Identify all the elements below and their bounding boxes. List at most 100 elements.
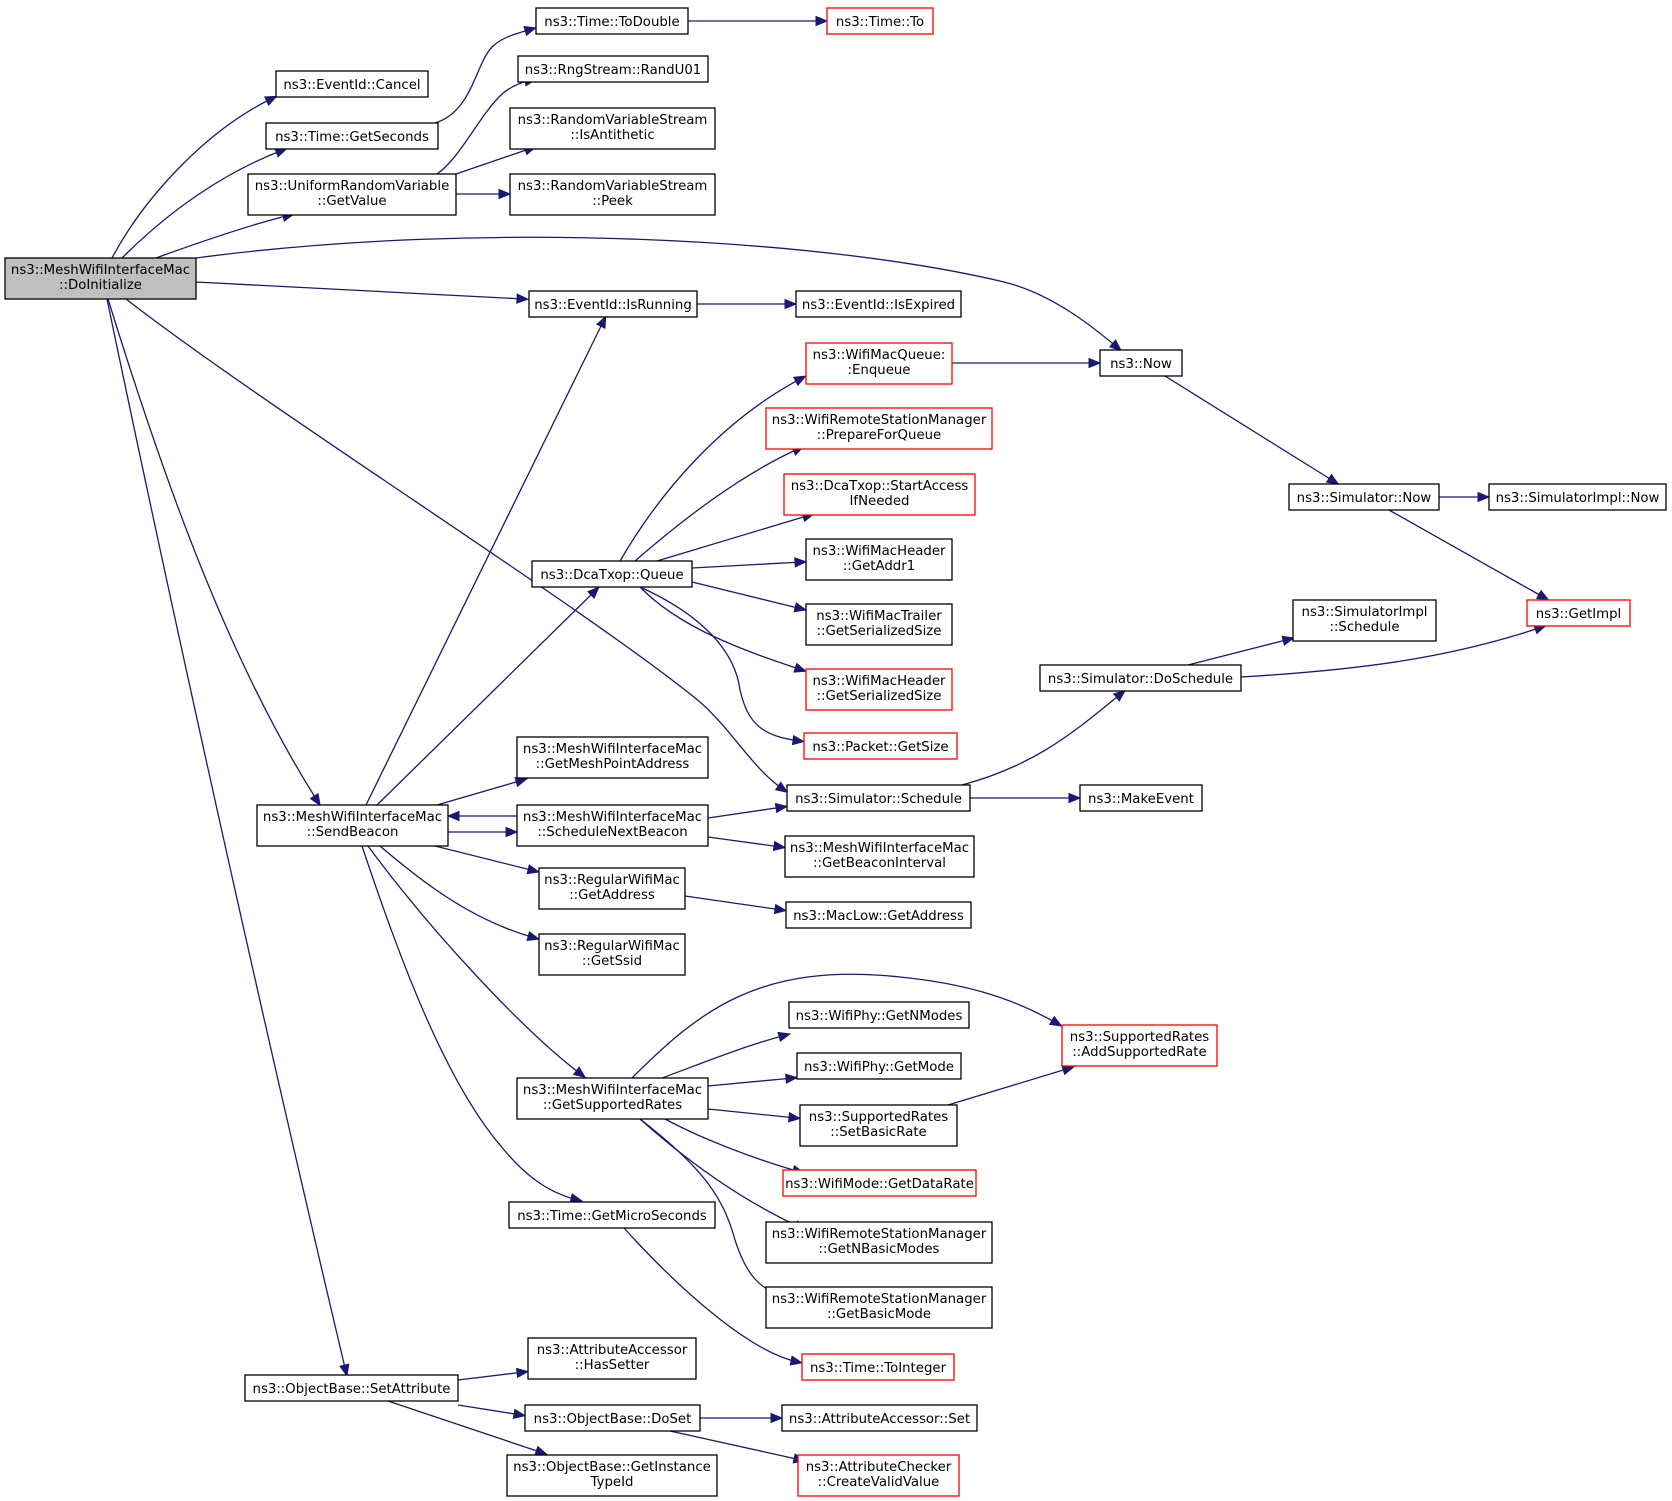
node-cancel[interactable]: ns3::EventId::Cancel bbox=[275, 70, 429, 98]
edge-line bbox=[365, 319, 605, 806]
arrowhead bbox=[788, 1112, 802, 1123]
edge-line bbox=[707, 1108, 797, 1119]
node-accessorset[interactable]: ns3::AttributeAccessor::Set bbox=[781, 1404, 978, 1432]
node-label: ::GetBasicMode bbox=[827, 1307, 931, 1322]
arrowhead bbox=[1325, 473, 1340, 485]
edge-root-to-uniformgetvalue bbox=[155, 211, 296, 259]
node-randu01[interactable]: ns3::RngStream::RandU01 bbox=[517, 55, 709, 83]
node-label: ::Peek bbox=[592, 194, 633, 209]
node-label: ns3::WifiMacHeader bbox=[812, 674, 946, 689]
node-now[interactable]: ns3::Now bbox=[1099, 349, 1183, 377]
node-box bbox=[788, 1001, 970, 1029]
node-isantithetic[interactable]: ns3::RandomVariableStream::IsAntithetic bbox=[509, 107, 716, 150]
arrowhead bbox=[505, 826, 519, 838]
node-getsupportedrates[interactable]: ns3::MeshWifiInterfaceMac::GetSupportedR… bbox=[516, 1077, 709, 1120]
edge-line bbox=[379, 845, 536, 939]
edge-line bbox=[111, 97, 274, 259]
edge-dcaqueue-to-trailersize bbox=[691, 581, 808, 613]
node-getssid[interactable]: ns3::RegularWifiMac::GetSsid bbox=[538, 933, 686, 976]
node-headersize[interactable]: ns3::WifiMacHeader::GetSerializedSize bbox=[805, 668, 953, 711]
node-isrunning[interactable]: ns3::EventId::IsRunning bbox=[528, 290, 698, 318]
edge-getsupportedrates-to-getdatarate bbox=[664, 1118, 806, 1175]
node-label: ns3::DcaTxop::StartAccess bbox=[791, 479, 969, 494]
node-getimpl[interactable]: ns3::GetImpl bbox=[1526, 599, 1631, 627]
edge-line bbox=[623, 1227, 799, 1363]
node-setbasicrate[interactable]: ns3::SupportedRates::SetBasicRate bbox=[799, 1104, 958, 1147]
arrowhead bbox=[1281, 635, 1296, 646]
node-doschedule[interactable]: ns3::Simulator::DoSchedule bbox=[1039, 664, 1242, 692]
node-getmode[interactable]: ns3::WifiPhy::GetMode bbox=[796, 1052, 962, 1080]
node-simnow[interactable]: ns3::Simulator::Now bbox=[1288, 483, 1440, 511]
edge-line bbox=[631, 973, 1059, 1079]
node-simschedule[interactable]: ns3::Simulator::Schedule bbox=[786, 784, 971, 812]
node-label: IfNeeded bbox=[850, 494, 910, 509]
node-simimplschedule[interactable]: ns3::SimulatorImpl::Schedule bbox=[1292, 599, 1437, 642]
node-makeevent[interactable]: ns3::MakeEvent bbox=[1079, 784, 1203, 812]
node-timetointeger[interactable]: ns3::Time::ToInteger bbox=[801, 1353, 955, 1381]
edge-simnow-to-simimplnow bbox=[1439, 491, 1491, 503]
node-maclowaddress[interactable]: ns3::MacLow::GetAddress bbox=[785, 901, 972, 929]
arrowhead bbox=[777, 1031, 792, 1042]
node-getseconds[interactable]: ns3::Time::GetSeconds bbox=[265, 122, 439, 150]
edge-line bbox=[619, 377, 803, 562]
edge-sendbeacon-to-meshpointaddr bbox=[436, 777, 529, 806]
edge-dcaqueue-to-packetsize bbox=[639, 586, 806, 746]
node-sendbeacon[interactable]: ns3::MeshWifiInterfaceMac::SendBeacon bbox=[256, 804, 449, 847]
node-getbasicmode[interactable]: ns3::WifiRemoteStationManager::GetBasicM… bbox=[765, 1286, 993, 1329]
arrowhead bbox=[1068, 792, 1082, 804]
node-box bbox=[247, 173, 457, 216]
node-enqueue[interactable]: ns3::WifiMacQueue::Enqueue bbox=[805, 342, 953, 385]
arrowhead bbox=[309, 792, 321, 807]
node-beaconinterval[interactable]: ns3::MeshWifiInterfaceMac::GetBeaconInte… bbox=[784, 835, 975, 878]
edge-line bbox=[121, 149, 284, 259]
node-label: ns3::SimulatorImpl::Now bbox=[1496, 491, 1660, 506]
node-getnmodes[interactable]: ns3::WifiPhy::GetNModes bbox=[788, 1001, 970, 1029]
node-doset[interactable]: ns3::ObjectBase::DoSet bbox=[524, 1404, 701, 1432]
node-peek[interactable]: ns3::RandomVariableStream::Peek bbox=[509, 173, 716, 216]
node-box bbox=[516, 1077, 709, 1120]
node-setattribute[interactable]: ns3::ObjectBase::SetAttribute bbox=[244, 1374, 459, 1402]
node-timeto[interactable]: ns3::Time::To bbox=[826, 7, 934, 35]
node-regaddress[interactable]: ns3::RegularWifiMac::GetAddress bbox=[538, 867, 686, 910]
edge-root-to-sendbeacon bbox=[107, 298, 321, 807]
node-label: ns3::SupportedRates bbox=[1070, 1030, 1209, 1045]
node-hassetter[interactable]: ns3::AttributeAccessor::HasSetter bbox=[527, 1337, 697, 1380]
node-trailersize[interactable]: ns3::WifiMacTrailer::GetSerializedSize bbox=[805, 603, 953, 646]
node-label: ns3::EventId::IsExpired bbox=[802, 298, 955, 313]
node-label: ns3::WifiRemoteStationManager bbox=[772, 1292, 987, 1307]
node-label: ns3::Simulator::DoSchedule bbox=[1048, 672, 1233, 687]
node-label: ns3::SupportedRates bbox=[809, 1110, 948, 1125]
edge-line bbox=[684, 895, 783, 911]
node-uniformgetvalue[interactable]: ns3::UniformRandomVariable::GetValue bbox=[247, 173, 457, 216]
node-meshpointaddr[interactable]: ns3::MeshWifiInterfaceMac::GetMeshPointA… bbox=[516, 736, 709, 779]
node-simimplnow[interactable]: ns3::SimulatorImpl::Now bbox=[1488, 483, 1667, 511]
node-dcaqueue[interactable]: ns3::DcaTxop::Queue bbox=[531, 560, 693, 588]
edge-sendbeacon-to-schedulenext bbox=[448, 826, 519, 838]
edge-line bbox=[691, 561, 803, 569]
node-label: ns3::Time::GetMicroSeconds bbox=[517, 1209, 707, 1224]
node-root[interactable]: ns3::MeshWifiInterfaceMac::DoInitialize bbox=[4, 257, 197, 300]
edge-line bbox=[436, 79, 533, 175]
node-getaddr1[interactable]: ns3::WifiMacHeader::GetAddr1 bbox=[805, 538, 953, 581]
node-prepareforqueue[interactable]: ns3::WifiRemoteStationManager::PrepareFo… bbox=[765, 407, 993, 450]
node-addsupportedrate[interactable]: ns3::SupportedRates::AddSupportedRate bbox=[1061, 1024, 1218, 1067]
node-label: ::GetNBasicModes bbox=[819, 1242, 940, 1257]
node-label: ns3::EventId::IsRunning bbox=[534, 298, 692, 313]
node-packetsize[interactable]: ns3::Packet::GetSize bbox=[803, 732, 958, 760]
edge-now-to-simnow bbox=[1164, 375, 1340, 485]
node-schedulenext[interactable]: ns3::MeshWifiInterfaceMac::ScheduleNextB… bbox=[516, 804, 709, 847]
arrowhead bbox=[572, 1066, 587, 1079]
node-isexpired[interactable]: ns3::EventId::IsExpired bbox=[795, 290, 962, 318]
edge-simnow-to-getimpl bbox=[1388, 509, 1550, 601]
node-label: ::GetBeaconInterval bbox=[813, 856, 946, 871]
node-getmicroseconds[interactable]: ns3::Time::GetMicroSeconds bbox=[508, 1201, 716, 1229]
node-box bbox=[805, 538, 953, 581]
node-createvalidvalue[interactable]: ns3::AttributeChecker::CreateValidValue bbox=[797, 1454, 960, 1497]
node-getnbasicmodes[interactable]: ns3::WifiRemoteStationManager::GetNBasic… bbox=[765, 1221, 993, 1264]
node-todouble[interactable]: ns3::Time::ToDouble bbox=[535, 7, 689, 35]
arrowhead bbox=[770, 1412, 784, 1424]
edge-schedulenext-to-beaconinterval bbox=[707, 836, 787, 852]
node-getdatarate[interactable]: ns3::WifiMode::GetDataRate bbox=[782, 1169, 977, 1197]
